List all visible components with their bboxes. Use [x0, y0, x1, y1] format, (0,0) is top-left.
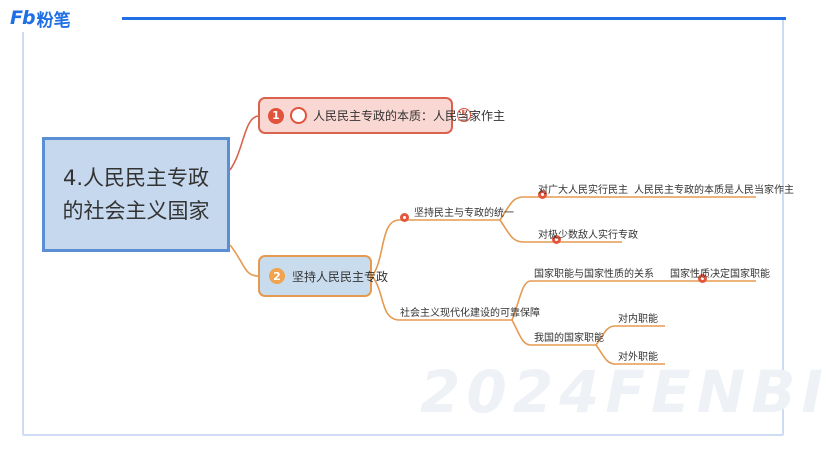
pin-icon [400, 213, 409, 222]
branch-1-node: 1 人民民主专政的本质：人民当家作主 [258, 97, 505, 134]
central-topic-label: 4.人民民主专政的社会主义国家 [62, 165, 210, 223]
branch-1-count-marker: 5 [457, 108, 471, 122]
branch-1-number-badge: 1 [268, 107, 284, 124]
pin-icon [552, 235, 562, 244]
sub2-label: 社会主义现代化建设的可靠保障 [400, 308, 540, 319]
sub1-item-2-label: 对极少数敌人实行专政 [538, 230, 638, 241]
brand-logo: Fb 粉笔 [10, 6, 71, 31]
sub2-item-2-child-2: 对外职能 [618, 352, 658, 363]
branch-1-label: 人民民主专政的本质：人民当家作主 [313, 109, 506, 123]
pin-icon [698, 274, 708, 283]
branch-2-node: 2 坚持人民民主专政 [258, 255, 388, 297]
logo-mark: Fb [10, 7, 36, 29]
logo-text: 粉笔 [36, 10, 71, 31]
frame-cover [10, 10, 128, 32]
pin-icon [538, 190, 548, 199]
watermark: 2024FENBI [420, 358, 829, 426]
sub2-item-1-label: 国家职能与国家性质的关系 [534, 269, 654, 280]
sub2-item-2-label: 我国的国家职能 [534, 333, 604, 344]
branch-2-number-badge: 2 [269, 268, 285, 284]
sub2-item-2-child-1: 对内职能 [618, 314, 658, 325]
sub1-label: 坚持民主与专政的统一 [414, 208, 514, 219]
central-topic: 4.人民民主专政的社会主义国家 [42, 137, 230, 252]
sub1-item-1-label: 对广大人民实行民主 [538, 185, 628, 196]
sub1-item-1-note: 人民民主专政的本质是人民当家作主 [634, 185, 794, 196]
sub2-item-1-note: 国家性质决定国家职能 [670, 269, 770, 280]
branch-2-label: 坚持人民民主专政 [292, 269, 389, 284]
mindmap-connectors [229, 115, 756, 365]
branch-1-icon [290, 107, 307, 124]
header-rule [122, 17, 786, 20]
